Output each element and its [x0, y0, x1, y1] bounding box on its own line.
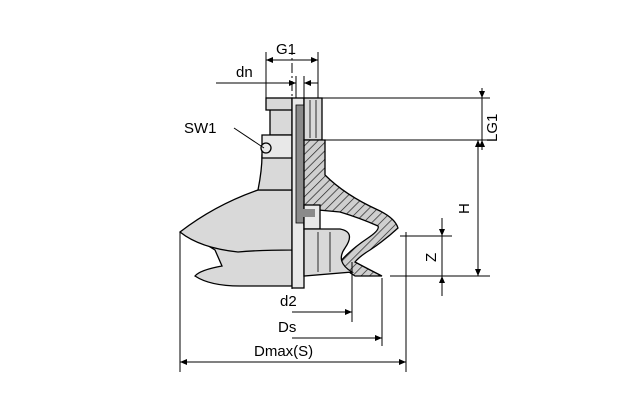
dim-sw1: SW1: [184, 120, 265, 149]
label-z: Z: [423, 253, 440, 262]
label-g1: G1: [276, 41, 296, 58]
label-sw1: SW1: [184, 120, 217, 137]
label-ds: Ds: [278, 319, 296, 336]
dim-dn: dn: [216, 64, 318, 98]
label-dmax: Dmax(S): [254, 343, 313, 360]
hex-nut-marker: [260, 142, 272, 154]
dim-lg1: LG1: [479, 88, 501, 150]
dim-ds: Ds: [278, 278, 383, 346]
cup-section-view: [291, 97, 399, 289]
label-d2: d2: [280, 293, 297, 310]
dim-h: H: [456, 140, 481, 276]
label-h: H: [456, 203, 473, 214]
label-lg1: LG1: [484, 114, 501, 142]
dim-dmax: Dmax(S): [179, 232, 407, 372]
dim-g1: G1: [265, 41, 319, 98]
label-dn: dn: [236, 64, 253, 81]
dim-d2: d2: [280, 262, 353, 322]
dim-z: Z: [400, 218, 452, 296]
